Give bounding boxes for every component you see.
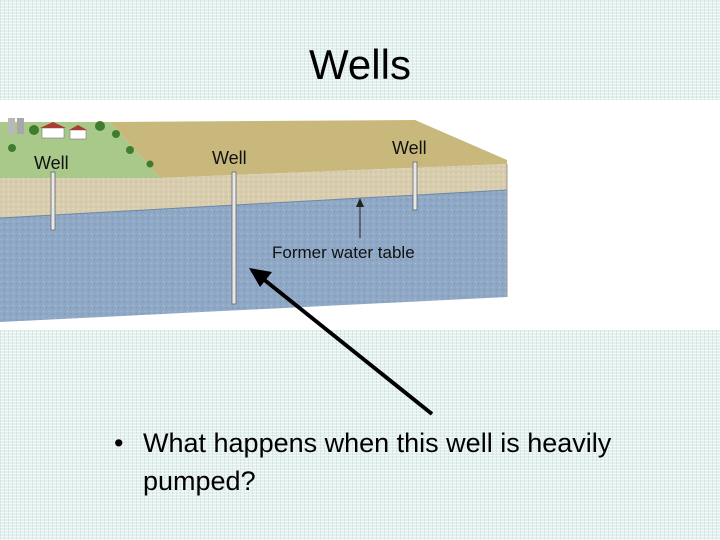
- well-label-right: Well: [392, 138, 427, 158]
- tree-icons: [8, 121, 154, 168]
- slide-title: Wells: [309, 41, 411, 88]
- well-pipe-center: [231, 171, 237, 305]
- bullet-text: What happens when this well is heavily p…: [143, 428, 612, 496]
- farm-icon: [8, 118, 87, 140]
- well-label-center: Well: [212, 148, 247, 168]
- groundwater-diagram: Well Well Well Former water table: [0, 100, 720, 330]
- saturated-zone: [0, 190, 507, 322]
- unsaturated-zone: [0, 164, 507, 218]
- grass-surface: [0, 122, 160, 178]
- bullet-point: • What happens when this well is heavily…: [114, 424, 714, 500]
- well-pipe-left: [50, 171, 56, 231]
- bullet-dot: •: [114, 428, 124, 458]
- well-label-left: Well: [34, 153, 69, 173]
- water-table-arrowhead: [356, 198, 364, 207]
- dry-field-surface: [110, 120, 507, 178]
- water-table-label: Former water table: [272, 243, 415, 262]
- well-pipe-right: [412, 161, 418, 211]
